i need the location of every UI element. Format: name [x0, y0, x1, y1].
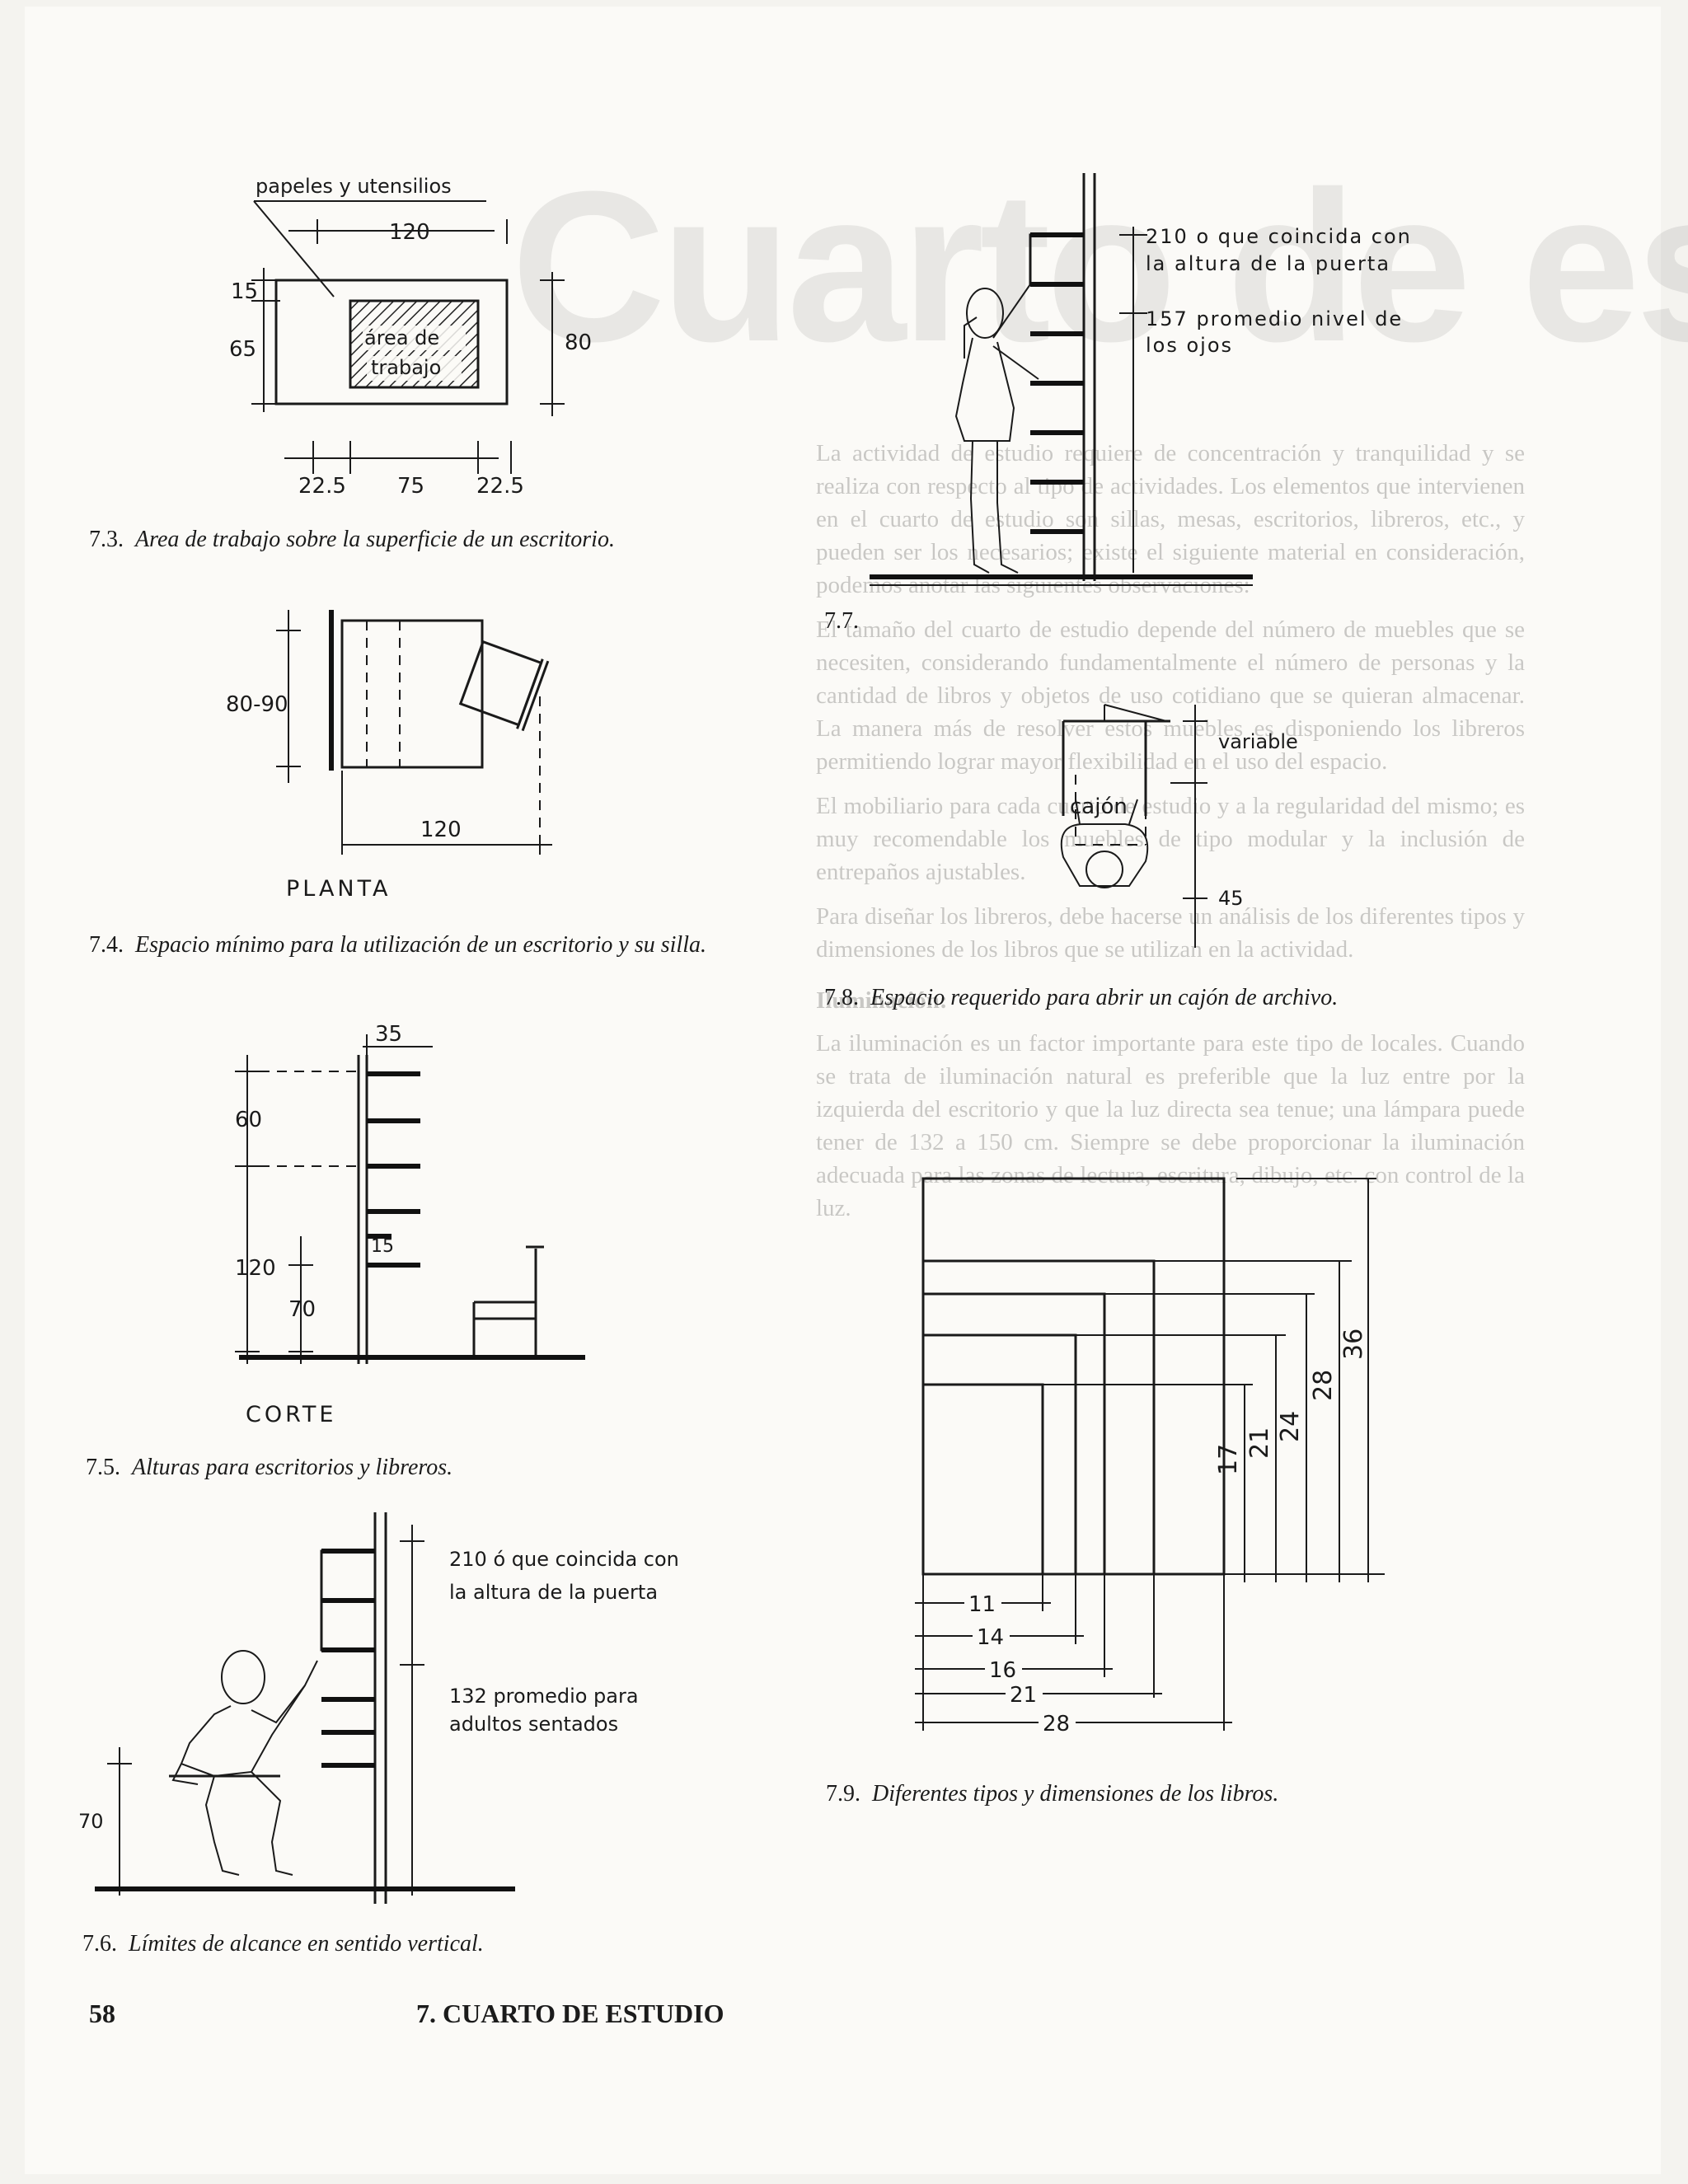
note-157-line2: los ojos: [1146, 334, 1233, 357]
label-80-90: 80-90: [226, 692, 288, 717]
ghost-paragraph: El mobiliario para cada cuarto de estudi…: [816, 793, 1525, 885]
figure-7-5-drawing: 35 60 120 15 70 CORTE: [235, 1022, 585, 1427]
label-trabajo: trabajo: [371, 356, 441, 379]
label-h11: 11: [968, 1592, 996, 1617]
label-h28: 28: [1043, 1712, 1070, 1736]
figure-7-4-drawing: 80-90 120 PLANTA: [226, 610, 552, 902]
standing-person-illustration: [954, 284, 1039, 574]
label-60: 60: [235, 1108, 262, 1132]
label-v17: 17: [1214, 1444, 1243, 1475]
label-45: 45: [1218, 887, 1244, 910]
label-22-5-left: 22.5: [298, 474, 346, 499]
label-cajon: cajón: [1070, 794, 1128, 819]
label-h21: 21: [1010, 1683, 1037, 1708]
label-papeles: papeles y utensilios: [256, 175, 452, 198]
ghost-paragraph: El tamaño del cuarto de estudio depende …: [816, 616, 1525, 775]
caption-7-4: 7.4.Espacio mínimo para la utilización d…: [89, 932, 706, 958]
ghost-paragraph: La actividad de estudio requiere de conc…: [816, 440, 1525, 598]
show-through-text: La actividad de estudio requiere de conc…: [816, 437, 1525, 1236]
label-120: 120: [389, 220, 430, 245]
label-80: 80: [565, 330, 592, 355]
label-corte: CORTE: [246, 1402, 336, 1427]
person-top-view-illustration: [1060, 799, 1149, 888]
label-120: 120: [420, 818, 462, 842]
figure-7-9-drawing: 17 21 24 28 36 11 14 16 21 28: [915, 1177, 1385, 1736]
running-footer-chapter: 7. CUARTO DE ESTUDIO: [416, 1999, 724, 2028]
caption-7-9: 7.9.Diferentes tipos y dimensiones de lo…: [826, 1781, 1279, 1807]
label-v24: 24: [1276, 1411, 1305, 1442]
ghost-heading: Iluminación:: [816, 987, 948, 1014]
caption-7-5: 7.5.Alturas para escritorios y libreros.: [86, 1455, 453, 1480]
ghost-paragraph: Para diseñar los libreros, debe hacerse …: [816, 903, 1525, 963]
figure-7-6-drawing: 210 ó que coincida con la altura de la p…: [78, 1512, 679, 1904]
seated-person-illustration: [169, 1650, 318, 1876]
caption-7-8: 7.8.Espacio requerido para abrir un cajó…: [824, 985, 1339, 1010]
label-70: 70: [288, 1297, 316, 1322]
label-15: 15: [231, 279, 258, 304]
label-planta: PLANTA: [286, 876, 391, 902]
note-132-line1: 132 promedio para: [449, 1685, 639, 1708]
label-h14: 14: [977, 1625, 1004, 1650]
note-210-line1: 210 o que coincida con: [1146, 225, 1412, 248]
label-v21: 21: [1245, 1427, 1274, 1459]
label-65: 65: [229, 337, 256, 362]
figure-7-3-drawing: papeles y utensilios 120 área de trabajo…: [229, 175, 592, 499]
note-210-line2: la altura de la puerta: [449, 1581, 658, 1604]
label-120: 120: [235, 1256, 276, 1281]
label-h16: 16: [989, 1658, 1016, 1683]
label-v28: 28: [1309, 1370, 1338, 1401]
figure-7-7-drawing: 210 o que coincida con la altura de la p…: [870, 173, 1412, 586]
label-22-5-right: 22.5: [476, 474, 524, 499]
label-v36: 36: [1339, 1329, 1368, 1360]
note-132-line2: adultos sentados: [449, 1713, 618, 1736]
label-70: 70: [78, 1810, 104, 1833]
ghost-paragraph: La iluminación es un factor importante p…: [816, 1030, 1525, 1221]
note-157-line1: 157 promedio nivel de: [1146, 307, 1403, 330]
note-210-line1: 210 ó que coincida con: [449, 1548, 679, 1571]
book-page: [25, 7, 1661, 2174]
label-variable: variable: [1218, 730, 1298, 753]
caption-7-3: 7.3.Area de trabajo sobre la superficie …: [89, 527, 615, 552]
label-35: 35: [375, 1022, 402, 1047]
label-area-de: área de: [364, 326, 439, 349]
figure-7-8-drawing: cajón variable 45: [1060, 704, 1298, 948]
label-15: 15: [371, 1236, 394, 1257]
show-through-title: Cuarto de estudio: [511, 148, 1688, 387]
caption-7-7: 7.7.: [824, 608, 859, 634]
label-75: 75: [397, 474, 424, 499]
page-number: 58: [89, 1999, 115, 2028]
caption-7-6: 7.6.Límites de alcance en sentido vertic…: [82, 1931, 484, 1957]
note-210-line2: la altura de la puerta: [1146, 252, 1390, 275]
